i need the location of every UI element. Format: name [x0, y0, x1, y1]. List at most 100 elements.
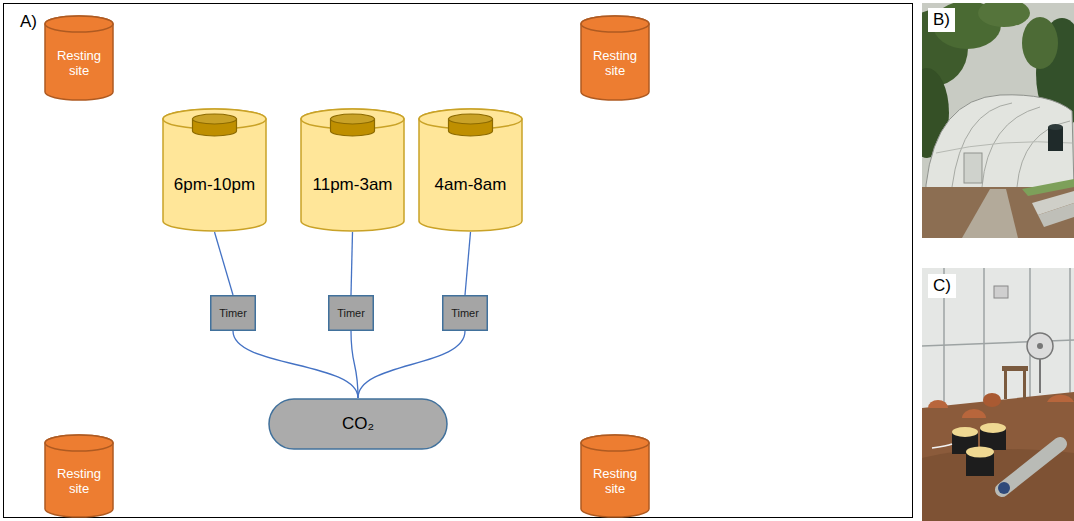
stool	[1002, 366, 1028, 399]
wall-device	[994, 286, 1008, 298]
timer-label: Timer	[219, 307, 247, 320]
ground-part	[922, 187, 1074, 238]
timer-box-outline-part	[211, 296, 256, 331]
resting-site-cylinder-outline-part	[45, 435, 113, 517]
fan-part	[1037, 343, 1043, 349]
water-tank	[1048, 124, 1063, 151]
fan	[1027, 333, 1053, 393]
interior-photo	[922, 268, 1074, 521]
resting-site-cylinder-outline-part	[45, 435, 113, 451]
trap-cylinder-outline-part	[331, 114, 375, 124]
panel-frame	[3, 3, 913, 518]
panel-letter: B)	[928, 8, 955, 32]
ground-part	[1038, 203, 1074, 227]
text-area: Resting site	[44, 451, 114, 512]
gas-tube	[215, 232, 234, 295]
timer-box: Timer	[442, 295, 488, 331]
trap-cylinder-outline	[418, 108, 523, 232]
resting-site-cylinder: Resting site	[580, 434, 650, 518]
trees-part	[978, 3, 1030, 27]
timer-box: Timer	[210, 295, 256, 331]
resting-site-cylinder-outline-part	[581, 435, 649, 517]
wall-frame	[922, 268, 1074, 408]
trap-cylinder-outline-part	[301, 109, 404, 231]
resting-site-cylinder: Resting site	[44, 15, 114, 101]
floor	[922, 392, 1074, 521]
valve	[998, 482, 1010, 494]
resting-site-cylinder-outline-part	[581, 435, 649, 451]
panel-letter: A)	[20, 12, 37, 32]
greenhouse-photo	[922, 3, 1074, 238]
ground-part	[1022, 179, 1074, 196]
trap-cylinder-outline-part	[193, 114, 237, 124]
water-tank-part	[1048, 127, 1063, 151]
floor-part	[922, 392, 1074, 521]
clay-pots-part	[962, 409, 986, 418]
clay-pots-part	[983, 393, 1001, 407]
resting-site-cylinder: Resting site	[44, 434, 114, 518]
trap-cylinder-outline-part	[163, 109, 266, 231]
text-area: Resting site	[580, 32, 650, 95]
water-tank-part	[1048, 124, 1063, 130]
resting-site-cylinder-outline-part	[45, 16, 113, 100]
text-area: CO₂	[268, 398, 448, 450]
clay-pots	[928, 393, 1074, 418]
trees-part	[1022, 17, 1058, 69]
trap-cylinders-part	[980, 423, 1006, 433]
resting-site-cylinder-outline-part	[581, 16, 649, 32]
gas-cylinder	[1002, 444, 1060, 490]
time-window-label: 11pm-3am	[313, 175, 393, 195]
time-window-label: 4am-8am	[435, 175, 507, 195]
timer-label: Timer	[337, 307, 365, 320]
trap-cylinders-part	[932, 444, 952, 448]
clay-pots-part	[1047, 395, 1074, 402]
trap-cylinders-part	[966, 447, 994, 458]
text-area: Timer	[210, 295, 256, 331]
trap-cylinder-outline	[300, 108, 405, 232]
text-area: Resting site	[580, 451, 650, 512]
trap-cylinder-outline	[162, 108, 267, 232]
trap-cylinder: 4am-8am	[418, 108, 523, 232]
trap-cylinders-part	[952, 427, 978, 437]
resting-site-label: Resting site	[584, 49, 646, 79]
ground-part	[962, 189, 1018, 238]
text-area: 11pm-3am	[300, 148, 405, 222]
text-area: Timer	[328, 295, 374, 331]
interior-photo-part	[922, 268, 1074, 521]
wall-frame-part	[1029, 268, 1031, 398]
gas-tube	[351, 232, 353, 295]
greenhouse-dome	[926, 95, 1074, 189]
gas-tube	[233, 331, 358, 398]
trap-cylinder: 11pm-3am	[300, 108, 405, 232]
resting-site-cylinder: Resting site	[580, 15, 650, 101]
resting-site-label: Resting site	[48, 49, 110, 79]
fan-part	[1027, 333, 1053, 359]
timer-box: Timer	[328, 295, 374, 331]
greenhouse-dome-part	[964, 153, 982, 183]
ground	[922, 179, 1074, 238]
text-area: Timer	[442, 295, 488, 331]
co2-source-outline-part	[269, 399, 447, 449]
text-area: Resting site	[44, 32, 114, 95]
co2-source: CO₂	[268, 398, 448, 450]
resting-site-cylinder-outline-part	[581, 16, 649, 100]
resting-site-cylinder-outline-part	[45, 16, 113, 32]
stool-part	[1004, 371, 1007, 399]
time-window-label: 6pm-10pm	[174, 175, 255, 195]
stool-part	[1002, 366, 1028, 371]
trap-cylinder-outline-part	[449, 114, 493, 124]
fan-part	[1039, 359, 1041, 393]
clay-pots-part	[928, 400, 948, 408]
co2-label: CO₂	[342, 414, 374, 434]
wall-frame-part	[1069, 268, 1071, 394]
gas-tube	[358, 331, 465, 398]
resting-site-label: Resting site	[48, 467, 110, 497]
stool-part	[1023, 371, 1026, 399]
trap-cylinder-outline-part	[419, 109, 522, 231]
greenhouse-dome-part	[982, 107, 1040, 187]
text-area: 4am-8am	[418, 148, 523, 222]
timer-box-outline-part	[329, 296, 374, 331]
greenhouse-dome-part	[1017, 121, 1070, 187]
trap-cylinder: 6pm-10pm	[162, 108, 267, 232]
